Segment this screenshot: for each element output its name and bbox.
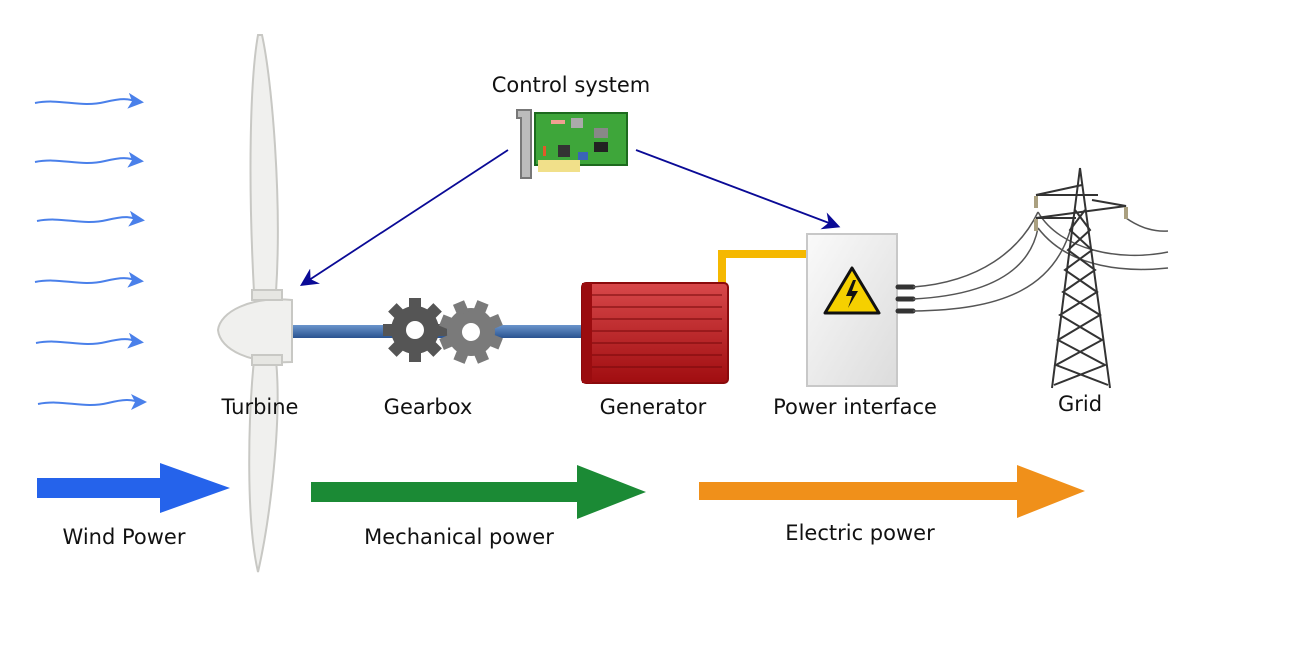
power-lines <box>912 211 1169 312</box>
electric-power-label: Electric power <box>785 521 935 545</box>
generator-label: Generator <box>600 395 707 419</box>
circuit-board-icon <box>516 109 628 179</box>
power-interface-label: Power interface <box>773 395 937 419</box>
wind-icon <box>34 92 147 410</box>
control-system-label: Control system <box>492 73 651 97</box>
power-tower-icon <box>1034 167 1128 389</box>
gearbox-label: Gearbox <box>384 395 473 419</box>
control-arrow-interface <box>635 149 841 230</box>
control-arrow-turbine <box>299 149 509 286</box>
electric-power-arrow <box>699 465 1085 518</box>
wind-power-label: Wind Power <box>63 525 186 549</box>
mechanical-power-arrow <box>311 465 646 519</box>
mechanical-power-label: Mechanical power <box>364 525 554 549</box>
grid-label: Grid <box>1058 392 1102 416</box>
generator-icon <box>581 282 729 384</box>
wind-power-arrow <box>37 463 230 513</box>
turbine-icon <box>216 34 293 573</box>
warning-icon <box>823 266 881 315</box>
power-interface-box <box>806 233 916 387</box>
gear-icon <box>383 298 503 364</box>
turbine-label: Turbine <box>221 395 299 419</box>
generator-cable <box>718 250 808 284</box>
